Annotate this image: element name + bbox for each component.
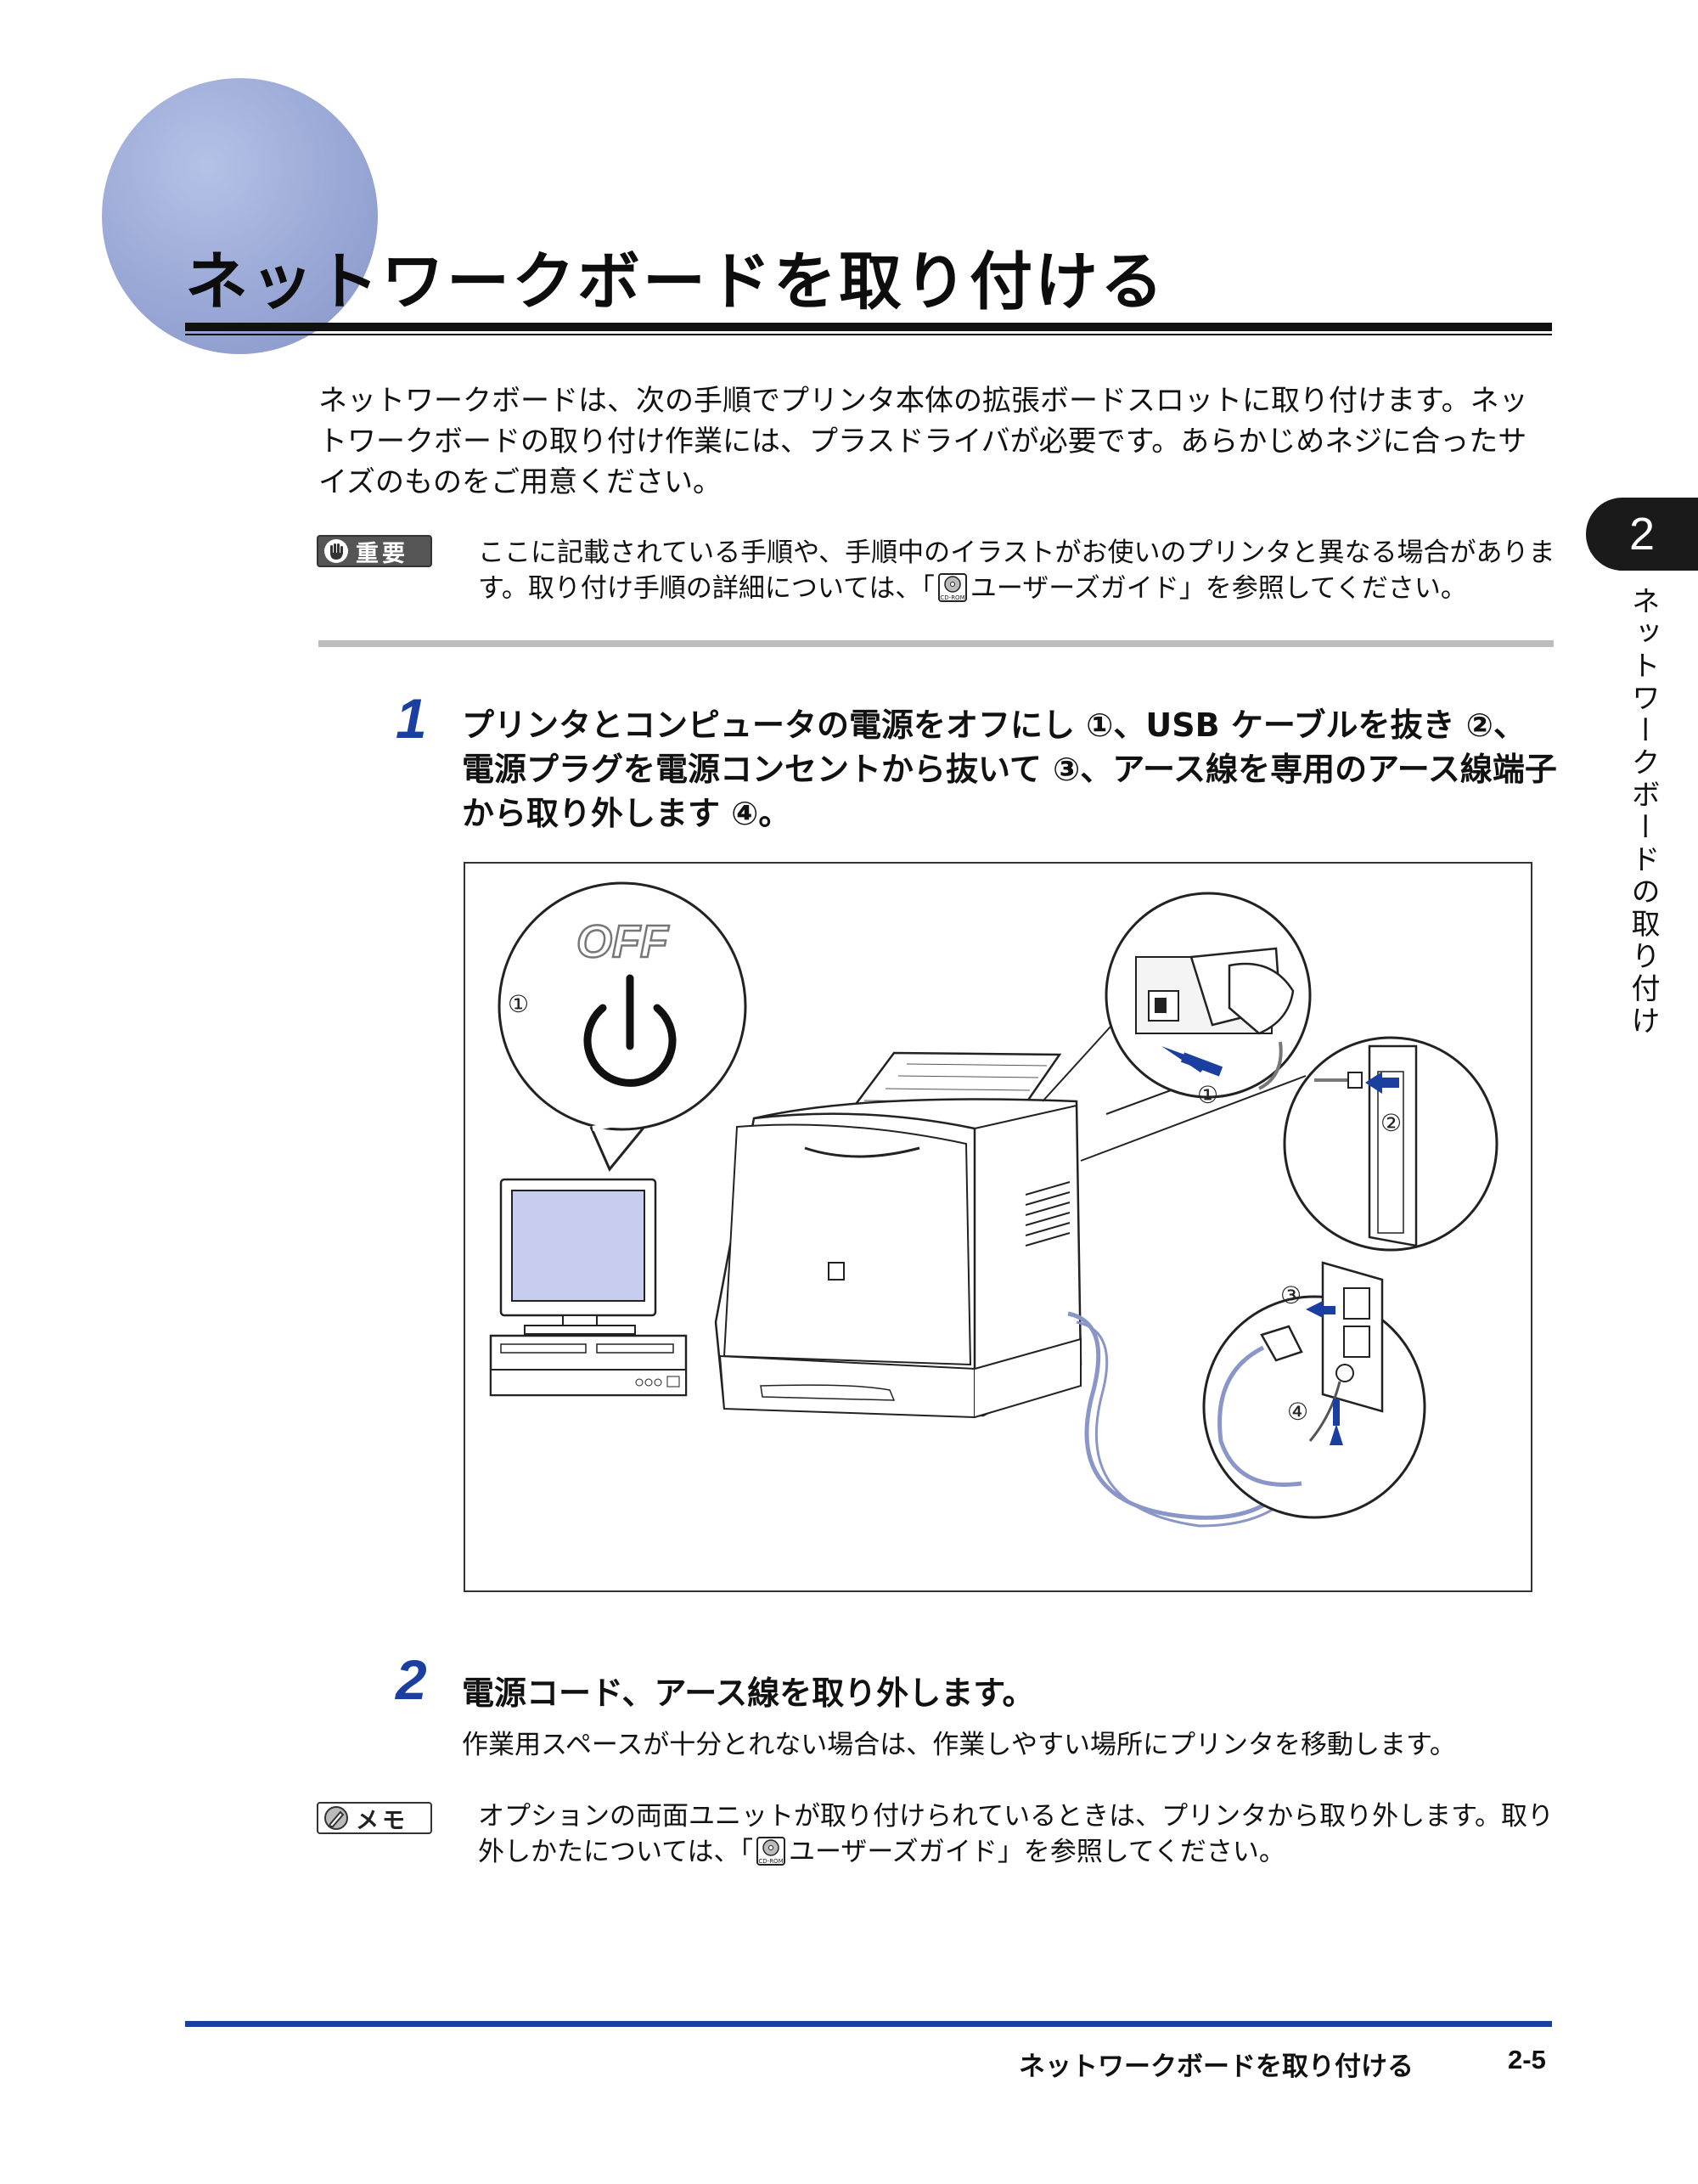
- printer-illustration: [714, 1051, 1082, 1419]
- pencil-icon: [324, 1806, 348, 1830]
- important-text-before: ここに記載されている手順や、手順中のイラストがお使いのプリンタと異なる場合があり…: [478, 538, 1555, 604]
- step-1-number: 1: [396, 687, 427, 750]
- page-title: ネットワークボードを取り付ける: [185, 245, 1166, 318]
- important-note: ここに記載されている手順や、手順中のイラストがお使いのプリンタと異なる場合があり…: [478, 535, 1556, 606]
- power-off-bubble: OFF ①: [498, 881, 747, 1172]
- footer-title: ネットワークボードを取り付ける: [1019, 2052, 1414, 2082]
- step-2-subtext: 作業用スペースが十分とれない場合は、作業しやすい場所にプリンタを移動します。: [462, 1730, 1456, 1760]
- cd-rom-icon-text: CD-ROM: [940, 594, 964, 601]
- important-text-after: ユーザーズガイド」を参照してください。: [970, 573, 1467, 604]
- hand-stop-icon: [324, 539, 348, 563]
- important-label-text: 重要: [356, 540, 408, 567]
- callout-3-plug: ③: [1280, 1281, 1302, 1309]
- cd-rom-icon: CD-ROM: [937, 573, 967, 602]
- power-outlet-detail: ③ ④: [1202, 1261, 1426, 1519]
- cd-rom-icon: CD-ROM: [756, 1837, 785, 1866]
- callout-4-earth: ④: [1287, 1398, 1308, 1426]
- title-underline-thin: [185, 334, 1552, 335]
- title-underline: [185, 323, 1552, 331]
- step-2-text: 電源コード、アース線を取り外します。: [462, 1675, 1035, 1712]
- page-number: 2-5: [1508, 2045, 1546, 2074]
- usb-port-detail: ②: [1080, 1036, 1498, 1252]
- memo-text-after: ユーザーズガイド」を参照してください。: [788, 1837, 1285, 1867]
- section-divider: [318, 640, 1554, 647]
- chapter-tab: [1586, 498, 1698, 571]
- footer-rule: [185, 2021, 1552, 2027]
- memo-note: オプションの両面ユニットが取り付けられているときは、プリンタから取り外します。取…: [478, 1798, 1556, 1870]
- title-decoration-circle: [102, 78, 378, 354]
- memo-text-before: オプションの両面ユニットが取り付けられているときは、プリンタから取り外します。取…: [478, 1801, 1554, 1867]
- illustration-svg: OFF ①: [489, 881, 1498, 1528]
- power-switch-detail: ①: [1042, 892, 1312, 1115]
- chapter-title-vertical: ネットワークボードの取り付け: [1626, 586, 1660, 1038]
- callout-1-power: ①: [508, 990, 529, 1018]
- power-icon: [583, 974, 677, 1087]
- step-2-number: 2: [396, 1648, 427, 1711]
- callout-2-usb: ②: [1380, 1109, 1402, 1137]
- step-1-text: プリンタとコンピュータの電源をオフにし ①、USB ケーブルを抜き ②、電源プラ…: [462, 706, 1557, 832]
- computer-illustration: [489, 1178, 688, 1397]
- intro-paragraph: ネットワークボードは、次の手順でプリンタ本体の拡張ボードスロットに取り付けます。…: [318, 384, 1528, 499]
- memo-label: メモ: [317, 1802, 432, 1834]
- callout-1-switch: ①: [1197, 1081, 1218, 1109]
- chapter-number: 2: [1628, 509, 1656, 560]
- step-1-illustration: OFF ①: [464, 862, 1532, 1592]
- memo-label-text: メモ: [356, 1807, 408, 1834]
- off-label: OFF: [576, 916, 670, 967]
- important-label: 重要: [317, 535, 432, 567]
- cd-rom-icon-text: CD-ROM: [758, 1858, 783, 1865]
